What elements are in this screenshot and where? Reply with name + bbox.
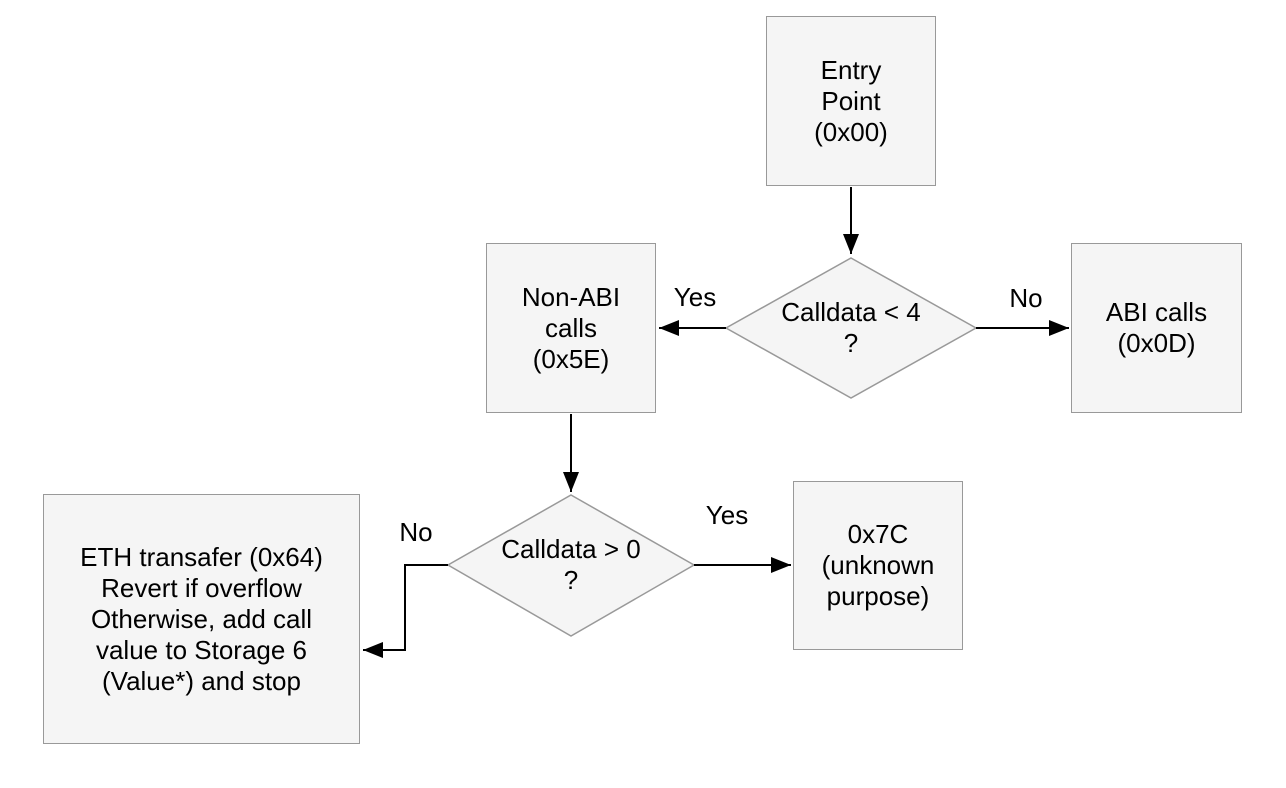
decision-diamond-calldata-lt-4 (724, 257, 978, 399)
edge-label-yes: Yes (703, 500, 751, 530)
edge-label-no: No (397, 517, 435, 547)
edge-label-no: No (1007, 283, 1045, 313)
edge-d2-no-to-eth (363, 564, 448, 658)
edge-label-yes: Yes (671, 282, 719, 312)
decision-diamond-calldata-gt-0 (446, 494, 696, 637)
node-abi-calls: ABI calls(0x0D) (1071, 243, 1242, 413)
